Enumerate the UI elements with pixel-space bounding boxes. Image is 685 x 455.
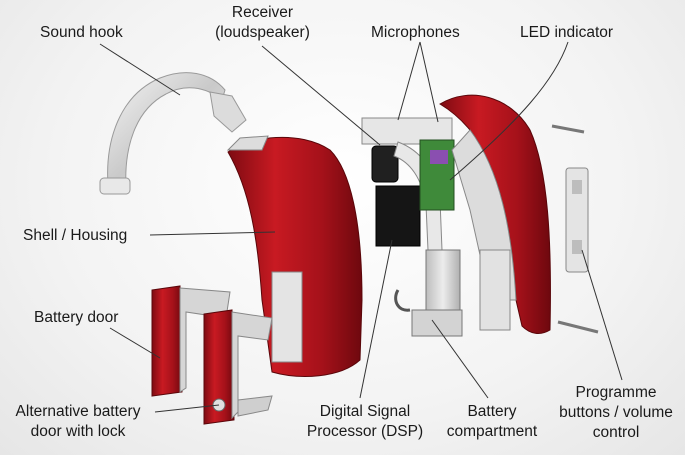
sound-hook-part — [99, 72, 247, 195]
leader-microphones-2 — [419, 41, 439, 123]
label-receiver-line1: Receiver — [231, 4, 294, 21]
leader-battery — [431, 319, 489, 399]
label-receiver-line2: (loudspeaker) — [215, 24, 310, 41]
label-battery-door: Battery door — [34, 308, 118, 328]
label-dsp-line2: Processor (DSP) — [306, 423, 424, 440]
leader-led — [449, 41, 569, 181]
leader-shell — [149, 231, 276, 236]
alternative-battery-door-part — [203, 309, 273, 425]
label-battery-door-text: Battery door — [34, 309, 119, 326]
leader-microphones-1 — [397, 41, 421, 121]
label-dsp: Digital Signal Processor (DSP) — [300, 402, 430, 442]
label-programme-buttons-line3: control — [592, 424, 640, 441]
label-programme-buttons-line2: buttons / volume — [559, 404, 673, 421]
label-alt-battery-door-line2: door with lock — [30, 423, 126, 440]
label-led-indicator-text: LED indicator — [520, 24, 614, 41]
leader-sound-hook — [99, 43, 181, 96]
leader-battery-door — [109, 327, 161, 359]
leader-programme — [581, 249, 623, 381]
back-shell-part — [439, 94, 551, 334]
label-led-indicator: LED indicator — [520, 23, 613, 43]
label-microphones: Microphones — [371, 23, 460, 43]
leader-alt-door — [154, 404, 220, 413]
label-shell-housing-text: Shell / Housing — [23, 227, 128, 244]
label-shell-housing: Shell / Housing — [23, 226, 127, 246]
label-sound-hook: Sound hook — [40, 23, 123, 43]
label-microphones-text: Microphones — [371, 24, 460, 41]
label-alt-battery-door: Alternative battery door with lock — [2, 402, 154, 442]
leader-receiver — [261, 45, 381, 146]
programme-buttons-part — [551, 124, 599, 334]
leader-lines — [99, 41, 623, 413]
label-battery-compartment-line1: Battery — [467, 403, 517, 420]
label-battery-compartment: Battery compartment — [436, 402, 548, 442]
shell-housing-part — [226, 135, 363, 377]
internal-electronics-part — [361, 117, 463, 337]
label-dsp-line1: Digital Signal — [319, 403, 411, 420]
label-battery-compartment-line2: compartment — [446, 423, 538, 440]
label-receiver: Receiver (loudspeaker) — [200, 3, 325, 43]
leader-dsp — [359, 239, 393, 399]
label-programme-buttons: Programme buttons / volume control — [549, 383, 683, 443]
label-sound-hook-text: Sound hook — [40, 24, 123, 41]
label-alt-battery-door-line1: Alternative battery — [15, 403, 141, 420]
label-programme-buttons-line1: Programme — [575, 384, 657, 401]
